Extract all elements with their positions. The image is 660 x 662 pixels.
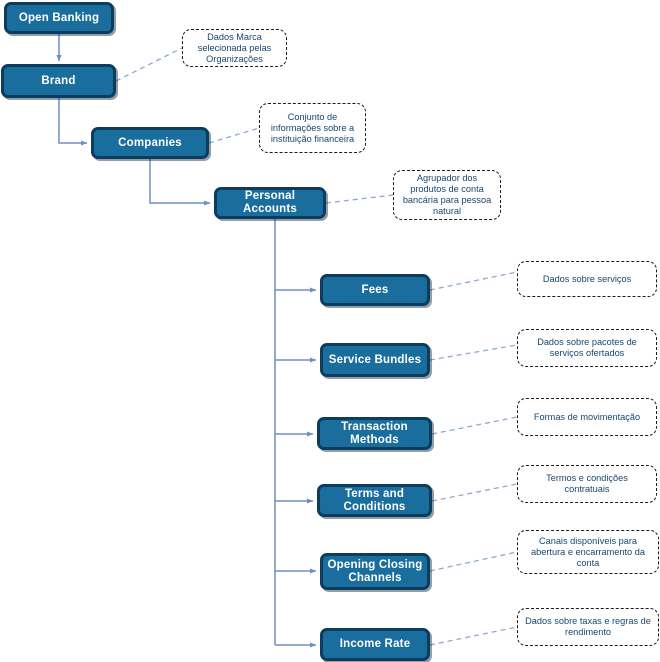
annotation-companies: Conjunto de informações sobre a institui…: [259, 103, 366, 153]
node-fees[interactable]: Fees: [320, 274, 430, 306]
leader-service-bundles: [429, 344, 518, 361]
node-transaction-methods[interactable]: Transaction Methods: [317, 417, 432, 450]
connector-companies-to-personal-accounts: [149, 159, 211, 206]
leader-personal-accounts: [325, 194, 394, 204]
leader-terms: [431, 483, 518, 502]
annotation-brand: Dados Marca selecionada pelas Organizaçõ…: [182, 29, 287, 67]
node-terms-and-conditions[interactable]: Terms and Conditions: [317, 484, 432, 517]
node-opening-closing-channels[interactable]: Opening Closing Channels: [320, 553, 430, 590]
annotation-personal-accounts: Agrupador dos produtos de conta bancária…: [393, 170, 501, 220]
leader-companies: [208, 127, 260, 144]
hierarchy-connectors: [56, 34, 317, 648]
annotation-leader-lines: [115, 47, 518, 646]
leader-income-rate: [429, 626, 518, 646]
connector-pa-to-fees: [274, 219, 317, 293]
annotation-service-bundles: Dados sobre pacotes de serviços ofertado…: [517, 329, 657, 367]
annotation-income-rate: Dados sobre taxas e regras de rendimento: [517, 608, 659, 646]
annotation-fees: Dados sobre serviços: [517, 261, 657, 297]
node-service-bundles[interactable]: Service Bundles: [320, 343, 430, 377]
node-brand[interactable]: Brand: [1, 64, 116, 98]
node-personal-accounts[interactable]: Personal Accounts: [214, 187, 326, 219]
node-companies[interactable]: Companies: [91, 127, 209, 159]
leader-brand: [115, 47, 183, 82]
leader-opening-closing: [429, 551, 518, 572]
leader-transaction-methods: [431, 416, 518, 435]
node-income-rate[interactable]: Income Rate: [320, 628, 430, 661]
annotation-terms-and-conditions: Termos e condições contratuais: [517, 465, 657, 503]
annotation-transaction-methods: Formas de movimentação: [517, 398, 657, 436]
node-open-banking[interactable]: Open Banking: [4, 2, 114, 34]
leader-fees: [429, 271, 518, 291]
annotation-opening-closing-channels: Canais disponíveis para abertura e encar…: [517, 530, 659, 574]
connector-brand-to-companies: [58, 98, 88, 146]
